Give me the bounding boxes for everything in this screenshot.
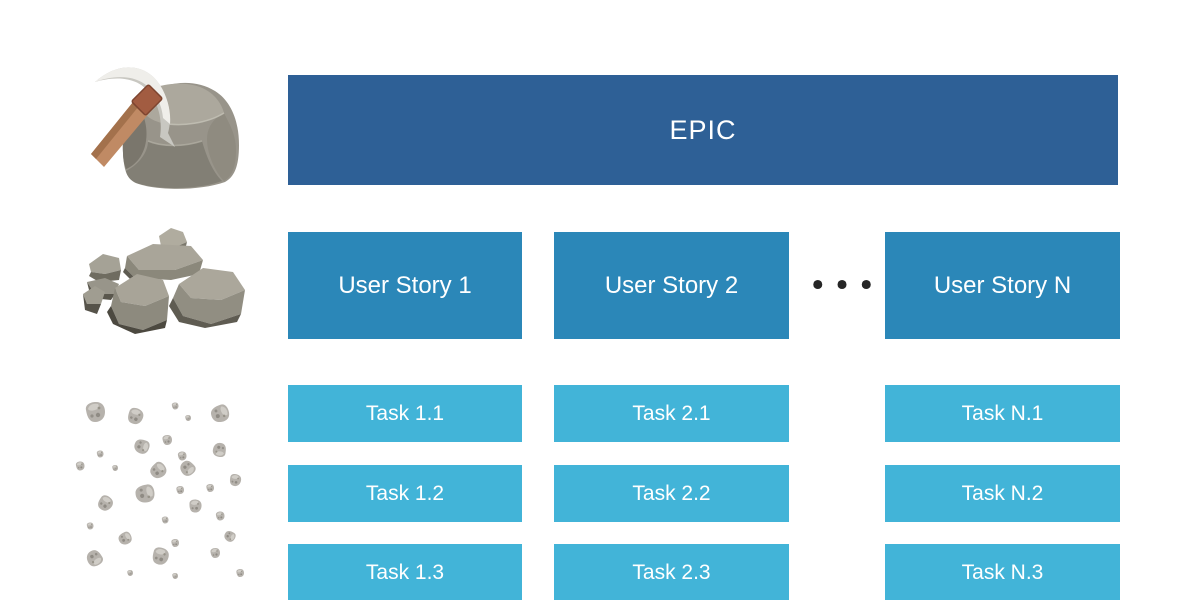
task-2-2-label: Task 2.2 [632, 481, 711, 505]
user-story-n-label: User Story N [933, 271, 1072, 299]
task-n-2-box: Task N.2 [885, 465, 1120, 522]
task-2-1-label: Task 2.1 [632, 401, 711, 425]
user-story-n-box: User Story N [885, 232, 1120, 339]
ellipsis-dots: ••• [808, 267, 882, 304]
user-story-1-label: User Story 1 [338, 271, 472, 299]
task-1-1-label: Task 1.1 [365, 401, 445, 425]
rock-pile-icon [83, 228, 245, 334]
task-n-2-label: Task N.2 [961, 481, 1044, 505]
task-n-1-label: Task N.1 [961, 401, 1044, 425]
task-1-3-box: Task 1.3 [288, 544, 522, 600]
task-2-1-box: Task 2.1 [554, 385, 789, 442]
task-2-3-box: Task 2.3 [554, 544, 789, 600]
task-2-2-box: Task 2.2 [554, 465, 789, 522]
epic-label: EPIC [669, 114, 737, 145]
user-story-2-label: User Story 2 [604, 271, 739, 299]
task-2-3-label: Task 2.3 [632, 560, 711, 584]
task-n-3-label: Task N.3 [961, 560, 1044, 584]
user-story-2-box: User Story 2 [554, 232, 789, 339]
task-1-1-box: Task 1.1 [288, 385, 522, 442]
user-story-1-box: User Story 1 [288, 232, 522, 339]
epic-bar: EPIC [288, 75, 1118, 185]
task-1-3-label: Task 1.3 [365, 560, 445, 584]
scattered-pebbles-icon [75, 402, 244, 579]
task-1-2-box: Task 1.2 [288, 465, 522, 522]
boulder-with-pickaxe-icon [91, 67, 239, 189]
task-n-3-box: Task N.3 [885, 544, 1120, 600]
task-1-2-label: Task 1.2 [365, 481, 445, 505]
task-n-1-box: Task N.1 [885, 385, 1120, 442]
